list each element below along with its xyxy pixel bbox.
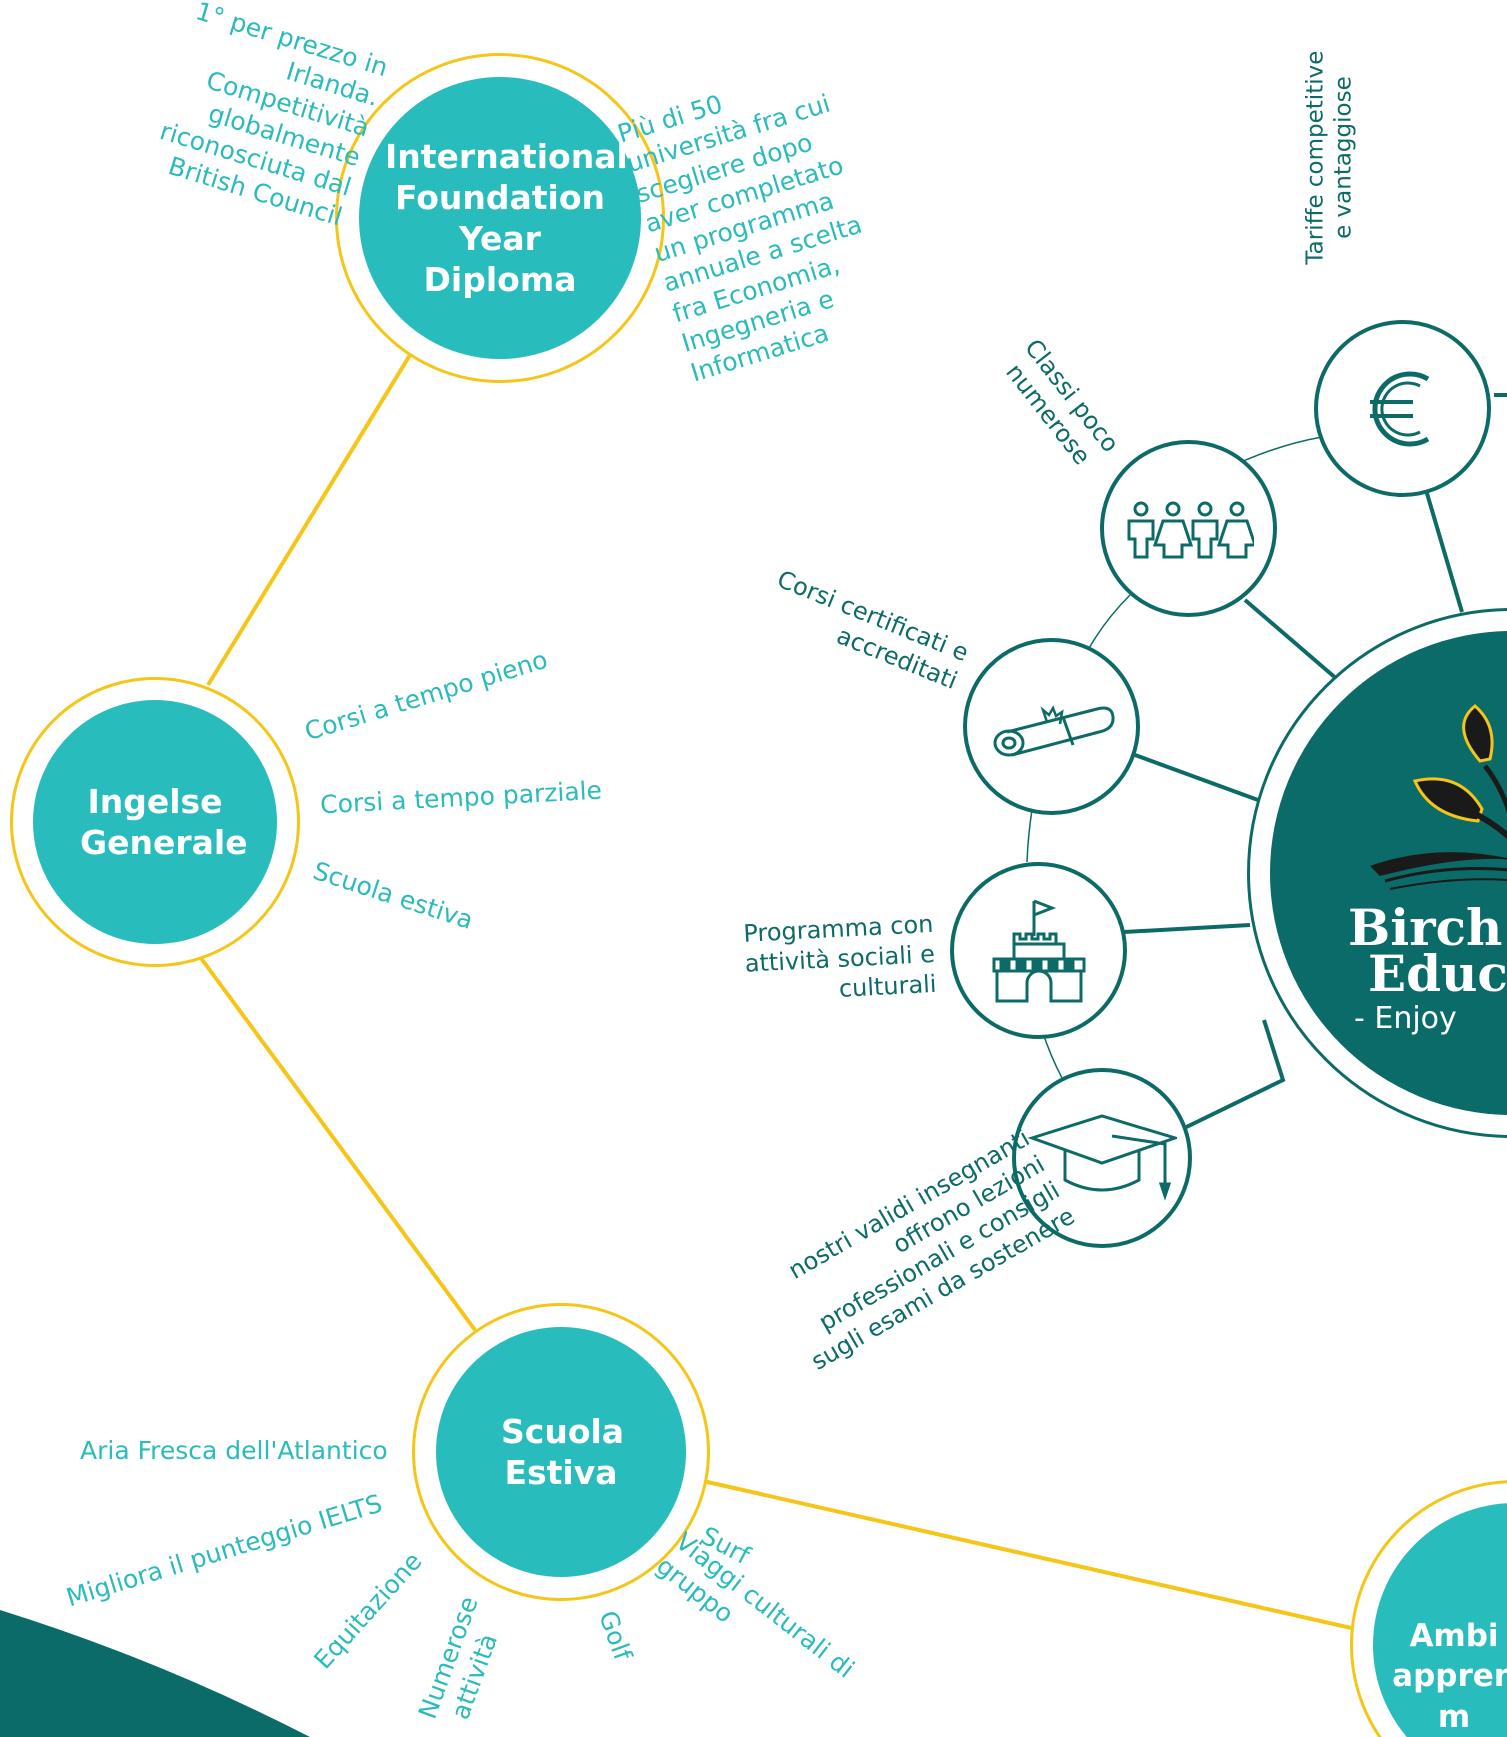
feature-castle [950,862,1127,1039]
castle-icon [992,899,1085,1002]
tree-logo-icon [1370,704,1507,890]
hub-env-disc: Ambi appren m [1373,1503,1507,1737]
ring-arc [1026,809,1033,863]
euro-icon [1369,371,1429,446]
hub-ifyd: International Foundation Year Diploma [335,53,665,383]
connector-ifyd-general [206,353,412,687]
people-icon [1127,501,1254,558]
hub-general-title: Ingelse Generale [80,781,248,862]
feature-label-euro: Tariffe competitive e vantaggiose [1302,50,1356,265]
hub-env-title: Ambi appren m [1392,1618,1507,1735]
bottom-wave-shape [0,1610,310,1737]
feature-label-castle: Programma con attività sociali e cultura… [742,909,938,1003]
hub-summer: Scuola Estiva [412,1303,710,1601]
spoke-castle [1123,923,1251,934]
brand-core: Birch Educ - Enjoy [1270,631,1507,1115]
hub-summer-disc: Scuola Estiva [436,1327,686,1577]
feature-people [1100,440,1277,617]
spoke-euro [1424,489,1464,613]
brand-tagline: - Enjoy [1354,1001,1457,1036]
ring-arc [1087,594,1131,651]
spoke-cap [1169,1019,1286,1137]
hub-ifyd-title: International Foundation Year Diploma [385,136,628,300]
brand-line-1: Birch [1348,898,1503,957]
hub-general-disc: Ingelse Generale [33,700,277,944]
hub-ifyd-disc: International Foundation Year Diploma [359,77,641,359]
diploma-scroll-icon [993,704,1115,756]
connector-general-summer [193,948,477,1332]
hub-general: Ingelse Generale [10,677,300,967]
brand-circle: Birch Educ - Enjoy [1247,608,1507,1138]
spoke-people [1243,598,1340,682]
brand-line-2: Educ [1368,944,1507,1003]
feature-cap [1012,1068,1192,1248]
connector-summer-env [702,1479,1361,1632]
feature-euro [1314,320,1491,497]
summer-note-1: Aria Fresca dell'Atlantico [80,1436,388,1465]
graduation-cap-icon [1027,1114,1177,1201]
spoke-diploma [1134,753,1259,802]
hub-summer-title: Scuola Estiva [501,1411,625,1492]
feature-diploma [963,638,1140,815]
